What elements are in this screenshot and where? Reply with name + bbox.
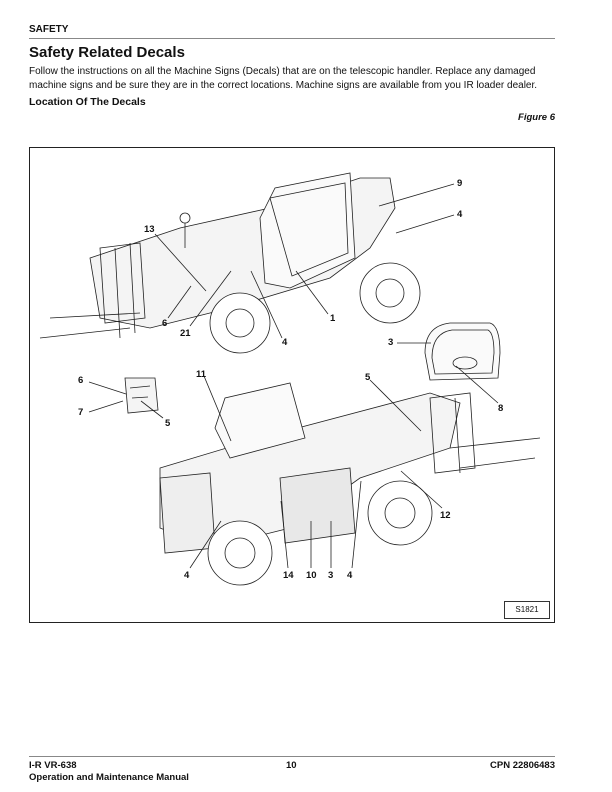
callout-13: 13 (144, 224, 155, 235)
callout-4: 4 (184, 570, 190, 581)
intro-paragraph: Follow the instructions on all the Machi… (29, 66, 538, 91)
cab-frame-drawing (424, 322, 501, 381)
header-divider (29, 38, 555, 39)
callout-3: 3 (328, 570, 334, 581)
subheading: Location Of The Decals (29, 96, 146, 108)
callout-12: 12 (440, 510, 451, 521)
telehandler-illustration (39, 172, 541, 586)
page-title: Safety Related Decals (29, 44, 185, 61)
callout-14: 14 (283, 570, 294, 581)
decal-location-figure: 9 4 13 6 21 4 1 3 8 6 7 5 11 5 12 4 14 1… (29, 147, 555, 623)
callout-8: 8 (498, 403, 504, 414)
figure-label: Figure 6 (518, 112, 555, 123)
footer-manual-title: Operation and Maintenance Manual (29, 772, 189, 783)
lower-machine-drawing (159, 382, 541, 586)
callout-4: 4 (282, 337, 288, 348)
upper-machine-drawing (39, 172, 421, 354)
callout-7: 7 (78, 407, 84, 418)
callout-3: 3 (388, 337, 394, 348)
callout-4: 4 (457, 209, 463, 220)
footer-model: I-R VR-638 (29, 760, 77, 771)
page-number: 10 (286, 760, 297, 771)
decal-detail-drawing (124, 377, 159, 414)
callout-6: 6 (78, 375, 84, 386)
footer-cpn: CPN 22806483 (490, 760, 555, 771)
section-header: SAFETY (29, 24, 69, 35)
callout-4: 4 (347, 570, 353, 581)
callout-9: 9 (457, 178, 463, 189)
callout-leader-lines (88, 183, 499, 569)
callout-1: 1 (330, 313, 336, 324)
footer-divider (29, 756, 555, 757)
callout-10: 10 (306, 570, 317, 581)
callout-6: 6 (162, 318, 168, 329)
callout-11: 11 (196, 369, 207, 380)
figure-code: S1821 (504, 601, 550, 619)
callout-5: 5 (165, 418, 171, 429)
callout-21: 21 (180, 328, 191, 339)
callout-5: 5 (365, 372, 371, 383)
